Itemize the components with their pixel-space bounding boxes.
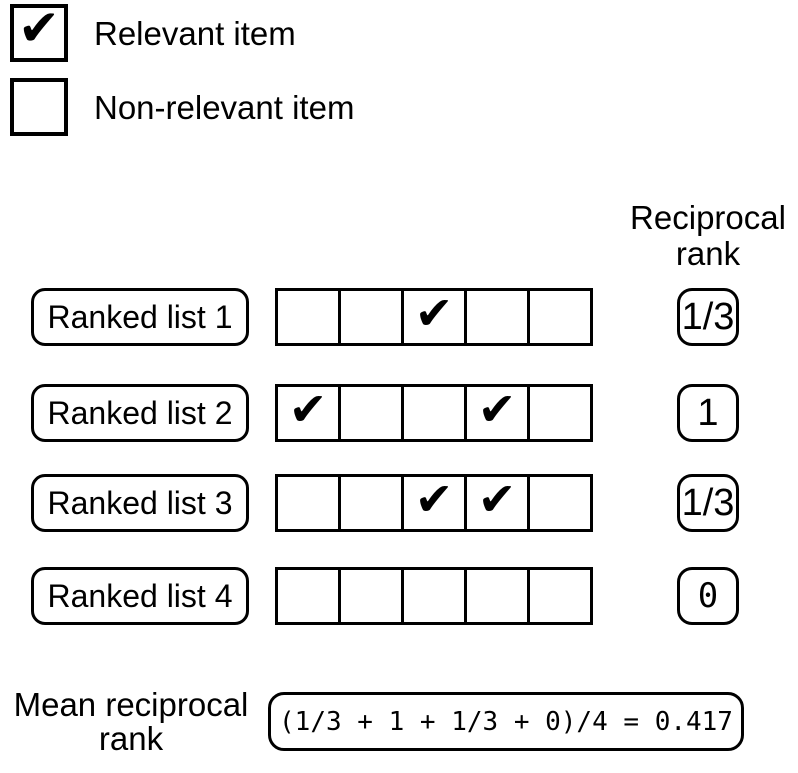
check-icon: ✔ [18,0,60,57]
ranked-list-1-items: ✔ [275,288,593,346]
ranked-list-1-label: Ranked list 1 [31,288,249,346]
mean-reciprocal-rank-label-line1: Mean reciprocal [13,686,249,723]
relevant-item-box: ✔ [10,0,68,62]
item-cell [527,288,593,346]
item-cell [338,288,404,346]
mean-reciprocal-rank-label: Mean reciprocal rank [6,686,256,758]
item-cell: ✔ [464,384,530,442]
item-cell [275,474,341,532]
ranked-list-2-label-text: Ranked list 2 [47,394,233,431]
check-icon: ✔ [414,286,454,340]
legend: ✔ Relevant item Non-relevant item [10,0,354,152]
reciprocal-rank-value-4-text: 0 [697,576,719,616]
ranked-list-4-items [275,567,593,625]
legend-label-non-relevant: Non-relevant item [94,88,355,126]
item-cell [275,288,341,346]
ranked-list-3-label: Ranked list 3 [31,474,249,532]
ranked-list-row-1: Ranked list 1 ✔ 1/3 [0,288,798,346]
ranked-list-3-items: ✔ ✔ [275,474,593,532]
check-icon: ✔ [414,472,454,526]
item-cell [275,567,341,625]
ranked-list-4-label-text: Ranked list 4 [47,577,233,614]
item-cell [401,384,467,442]
item-cell [464,288,530,346]
legend-label-relevant: Relevant item [94,14,296,52]
check-icon: ✔ [288,382,328,436]
reciprocal-rank-header: Reciprocal rank [618,199,798,273]
ranked-list-row-4: Ranked list 4 0 [0,567,798,625]
item-cell [338,384,404,442]
reciprocal-rank-header-line2: rank [675,235,741,273]
item-cell: ✔ [401,474,467,532]
item-cell [527,567,593,625]
legend-item-relevant: ✔ Relevant item [10,0,354,62]
reciprocal-rank-header-line1: Reciprocal [630,199,786,236]
item-cell [527,474,593,532]
ranked-list-1-label-text: Ranked list 1 [47,298,233,335]
ranked-list-row-3: Ranked list 3 ✔ ✔ 1/3 [0,474,798,532]
reciprocal-rank-value-1: 1/3 [677,288,739,346]
item-cell [338,474,404,532]
reciprocal-rank-value-1-text: 1/3 [681,295,735,338]
legend-item-non-relevant: Non-relevant item [10,78,354,136]
ranked-list-row-2: Ranked list 2 ✔ ✔ 1 [0,384,798,442]
ranked-list-2-items: ✔ ✔ [275,384,593,442]
reciprocal-rank-value-3-text: 1/3 [681,481,735,524]
item-cell: ✔ [275,384,341,442]
ranked-list-4-label: Ranked list 4 [31,567,249,625]
reciprocal-rank-value-4: 0 [677,567,739,625]
item-cell [527,384,593,442]
item-cell: ✔ [401,288,467,346]
item-cell [464,567,530,625]
reciprocal-rank-value-2: 1 [677,384,739,442]
item-cell [338,567,404,625]
check-icon: ✔ [477,472,517,526]
check-icon: ✔ [477,382,517,436]
mean-reciprocal-rank-formula-text: (1/3 + 1 + 1/3 + 0)/4 = 0.417 [279,706,733,737]
item-cell: ✔ [464,474,530,532]
mean-reciprocal-rank-label-line2: rank [98,720,164,758]
non-relevant-item-box [10,78,68,136]
reciprocal-rank-value-2-text: 1 [697,391,719,434]
reciprocal-rank-value-3: 1/3 [677,474,739,532]
mean-reciprocal-rank-formula-box: (1/3 + 1 + 1/3 + 0)/4 = 0.417 [268,692,744,751]
ranked-list-3-label-text: Ranked list 3 [47,484,233,521]
item-cell [401,567,467,625]
ranked-list-2-label: Ranked list 2 [31,384,249,442]
